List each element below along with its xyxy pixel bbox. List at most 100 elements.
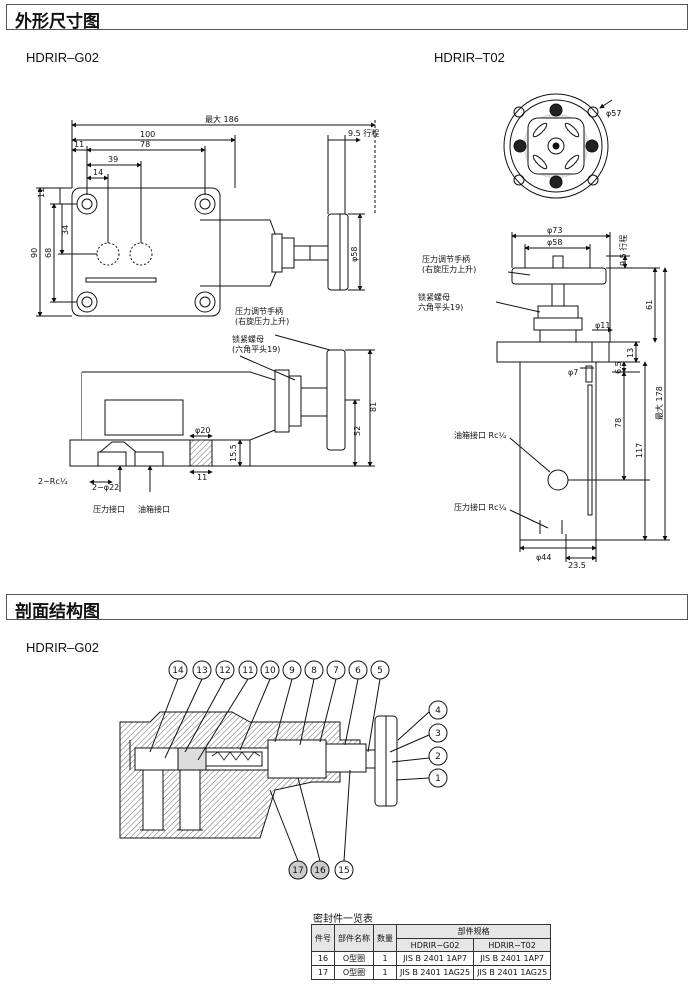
dim-max178: 最大 178 — [654, 386, 664, 420]
seal-table-title: 密封件一览表 — [313, 914, 373, 925]
balloon-17: 17 — [269, 789, 308, 880]
t02-side-view — [495, 232, 670, 562]
dim-phi7: φ7 — [568, 368, 578, 377]
dim-phi20: φ20 — [195, 426, 210, 435]
label-nut-sub: (六角平头19) — [232, 344, 280, 354]
svg-text:13: 13 — [196, 666, 207, 676]
balloon-3: 3 — [389, 723, 448, 753]
dim-phi58-t: φ58 — [547, 238, 562, 247]
dim-phi58: φ58 — [350, 247, 359, 262]
dim-100: 100 — [140, 130, 155, 139]
dim-phi22: 2−φ22 — [92, 483, 119, 492]
model-label-t02: HDRIR–T02 — [434, 50, 505, 65]
dim-14: 14 — [93, 168, 103, 177]
svg-text:1: 1 — [435, 774, 441, 784]
label-tank-t: 油箱接口 Rc¼ — [454, 430, 506, 440]
balloon-1: 1 — [395, 768, 448, 788]
dim-11: 11 — [74, 140, 84, 149]
label-press-t: 压力接口 Rc¼ — [454, 502, 506, 512]
dim-34: 34 — [61, 225, 70, 235]
col-name: 部件名称 — [334, 924, 374, 952]
balloon-4: 4 — [397, 700, 448, 741]
svg-text:16: 16 — [314, 866, 326, 876]
t02-side-labels: φ73 φ58 9.5 行程 压力调节手柄 (右旋压力上升) 锁紧螺母 六角平头… — [418, 226, 664, 570]
svg-text:10: 10 — [264, 666, 276, 676]
model-label-g02-section: HDRIR–G02 — [26, 640, 99, 655]
dim-78-t: 78 — [614, 418, 623, 428]
dim-117: 117 — [635, 443, 644, 458]
svg-text:8: 8 — [311, 666, 317, 676]
table-row: 16 O型圈 1 JIS B 2401 1AP7 JIS B 2401 1AP7 — [311, 951, 552, 966]
dim-11v: 11 — [37, 188, 46, 198]
svg-text:5: 5 — [377, 666, 383, 676]
table-row: 17 O型圈 1 JIS B 2401 1AG25 JIS B 2401 1AG… — [311, 965, 552, 980]
dim-39: 39 — [108, 155, 118, 164]
balloon-10: 10 — [239, 660, 280, 751]
t02-handle-view — [503, 93, 613, 199]
dim-52: 52 — [353, 426, 362, 436]
dim-max186: 最大 186 — [205, 114, 239, 124]
outline-section-bar: 外形尺寸图 — [6, 4, 688, 32]
model-label-g02: HDRIR–G02 — [26, 50, 99, 65]
section-structure-title: 剖面结构图 — [15, 602, 100, 622]
dim-90: 90 — [30, 248, 39, 258]
seal-table: 件号 部件名称 数量 部件规格 HDRIR−G02 HDRIR−T02 16 O… — [311, 924, 552, 980]
label-handle-sub: (右旋压力上升) — [235, 316, 289, 326]
balloons-top: 14 13 12 11 10 9 8 7 6 5 — [149, 660, 390, 761]
dim-13: 13 — [626, 348, 635, 358]
g02-side-view — [69, 334, 375, 492]
svg-text:12: 12 — [219, 666, 230, 676]
svg-text:3: 3 — [435, 729, 441, 739]
label-pressure-port: 压力接口 — [93, 504, 125, 514]
g02-top-dim-labels: 最大 186 100 78 11 39 14 9.5 行程 11 34 68 9… — [30, 114, 379, 262]
dim-23-5: 23.5 — [568, 561, 586, 570]
label-tank-port: 油箱接口 — [138, 504, 170, 514]
svg-text:4: 4 — [435, 706, 441, 716]
g02-top-view — [36, 120, 376, 317]
dim-stroke-t: 9.5 行程 — [618, 235, 628, 266]
svg-text:11: 11 — [242, 666, 253, 676]
dim-phi11: φ11 — [595, 321, 610, 330]
dim-phi57: φ57 — [606, 109, 621, 118]
balloons-right: 4 3 2 1 — [389, 700, 448, 788]
balloon-11: 11 — [197, 660, 258, 761]
svg-text:14: 14 — [172, 666, 184, 676]
balloon-7: 7 — [319, 660, 346, 743]
dim-stroke: 9.5 行程 — [348, 128, 379, 138]
dim-61: 61 — [645, 300, 654, 310]
svg-text:17: 17 — [292, 866, 303, 876]
svg-text:15: 15 — [338, 866, 349, 876]
balloons-bottom: 17 16 15 — [269, 769, 354, 880]
col-g02: HDRIR−G02 — [395, 938, 475, 952]
col-t02: HDRIR−T02 — [473, 938, 552, 952]
dim-phi44: φ44 — [536, 553, 551, 562]
dim-6-5: 6.5 — [614, 361, 623, 374]
dim-68: 68 — [44, 248, 53, 258]
g02-side-labels: 压力调节手柄 (右旋压力上升) 锁紧螺母 (六角平头19) 81 52 15.5… — [38, 306, 378, 514]
svg-text:7: 7 — [333, 666, 339, 676]
dim-15-5: 15.5 — [229, 444, 238, 462]
label-nut-t: 锁紧螺母 — [418, 292, 450, 302]
dim-81: 81 — [369, 402, 378, 412]
label-rc: 2−Rc¼ — [38, 477, 68, 486]
label-handle: 压力调节手柄 — [235, 306, 283, 316]
svg-text:9: 9 — [289, 666, 295, 676]
label-nut: 锁紧螺母 — [232, 334, 264, 344]
svg-text:2: 2 — [435, 752, 441, 762]
section-structure-bar: 剖面结构图 — [6, 594, 688, 622]
label-handle-t: 压力调节手柄 — [422, 254, 470, 264]
col-qty: 数量 — [373, 924, 397, 952]
svg-text:6: 6 — [355, 666, 361, 676]
balloon-5: 5 — [367, 660, 390, 753]
col-no: 件号 — [311, 924, 335, 952]
dim-11b: 11 — [197, 473, 207, 482]
balloon-8: 8 — [299, 660, 324, 746]
balloon-15: 15 — [334, 769, 354, 880]
balloon-13: 13 — [164, 660, 212, 759]
dim-phi73: φ73 — [547, 226, 562, 235]
balloon-16: 16 — [297, 777, 330, 880]
balloon-12: 12 — [184, 660, 235, 753]
label-nut-sub-t: 六角平头19) — [418, 302, 463, 312]
outline-section-title: 外形尺寸图 — [15, 12, 100, 32]
